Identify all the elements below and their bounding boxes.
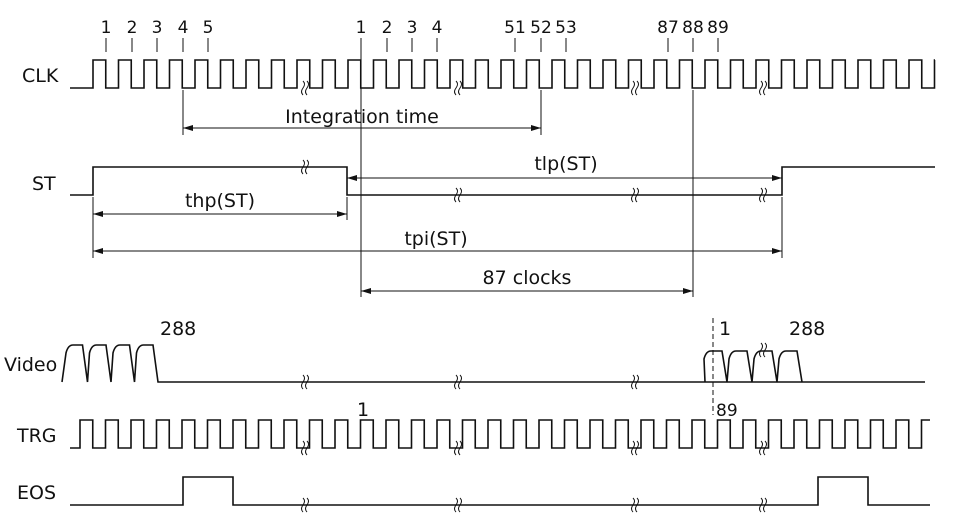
label-clk: CLK <box>22 65 59 87</box>
video-waveform-1 <box>61 344 925 383</box>
break-icon <box>631 440 639 456</box>
clk-count-label: 53 <box>555 18 577 38</box>
label-trg: TRG <box>16 425 57 447</box>
clk-count-label: 1 <box>101 18 112 38</box>
clk-count-label: 89 <box>707 18 729 38</box>
arrowhead-right-icon <box>772 175 782 181</box>
video-288-label-2: 288 <box>789 318 825 340</box>
clk-count-label: 3 <box>407 18 418 38</box>
label-video: Video <box>4 354 57 376</box>
label-st: ST <box>32 173 56 195</box>
trg-1-label: 1 <box>357 399 369 421</box>
clk-count-label: 1 <box>356 18 367 38</box>
arrowhead-right-icon <box>772 248 782 254</box>
integration-time-label: Integration time <box>285 106 439 128</box>
clk-waveform <box>70 59 936 89</box>
clk-count-label: 5 <box>203 18 214 38</box>
thp-label: thp(ST) <box>185 190 255 212</box>
arrowhead-left-icon <box>361 288 371 294</box>
label-eos: EOS <box>17 482 56 504</box>
video-288-label: 288 <box>160 318 196 340</box>
clocks-label: 87 clocks <box>483 267 572 289</box>
arrowhead-right-icon <box>531 125 541 131</box>
eos-waveform <box>70 476 930 506</box>
video-waveform-2 <box>703 350 803 383</box>
clk-count-label: 52 <box>530 18 552 38</box>
break-icon <box>454 374 462 390</box>
break-icon <box>631 374 639 390</box>
clk-count-label: 4 <box>432 18 443 38</box>
break-icon <box>759 497 767 513</box>
clk-count-label: 88 <box>682 18 704 38</box>
clk-count-label: 2 <box>382 18 393 38</box>
st-waveform <box>70 166 935 196</box>
break-icon <box>301 497 309 513</box>
tlp-label: tlp(ST) <box>534 153 597 175</box>
clk-count-label: 3 <box>152 18 163 38</box>
arrowhead-left-icon <box>93 248 103 254</box>
break-icon <box>631 80 639 96</box>
break-icon <box>454 80 462 96</box>
arrowhead-left-icon <box>183 125 193 131</box>
arrowhead-right-icon <box>683 288 693 294</box>
break-icon <box>301 440 309 456</box>
arrowhead-left-icon <box>347 175 357 181</box>
clk-count-label: 2 <box>127 18 138 38</box>
clk-count-label: 51 <box>504 18 526 38</box>
break-icon <box>454 187 462 203</box>
trg-89-label: 89 <box>716 401 738 421</box>
break-icon <box>454 440 462 456</box>
trg-waveform <box>70 419 930 449</box>
arrowhead-right-icon <box>337 211 347 217</box>
clk-count-label: 4 <box>178 18 189 38</box>
break-icon <box>759 342 767 358</box>
break-icon <box>631 497 639 513</box>
break-icon <box>301 80 309 96</box>
break-icon <box>759 187 767 203</box>
break-icon <box>759 80 767 96</box>
video-1-label: 1 <box>719 318 731 340</box>
clk-count-label: 87 <box>657 18 679 38</box>
break-icon <box>301 374 309 390</box>
break-icon <box>631 187 639 203</box>
arrowhead-left-icon <box>93 211 103 217</box>
break-icon <box>454 497 462 513</box>
break-icon <box>301 159 309 175</box>
tpi-label: tpi(ST) <box>404 228 467 250</box>
break-icon <box>759 440 767 456</box>
